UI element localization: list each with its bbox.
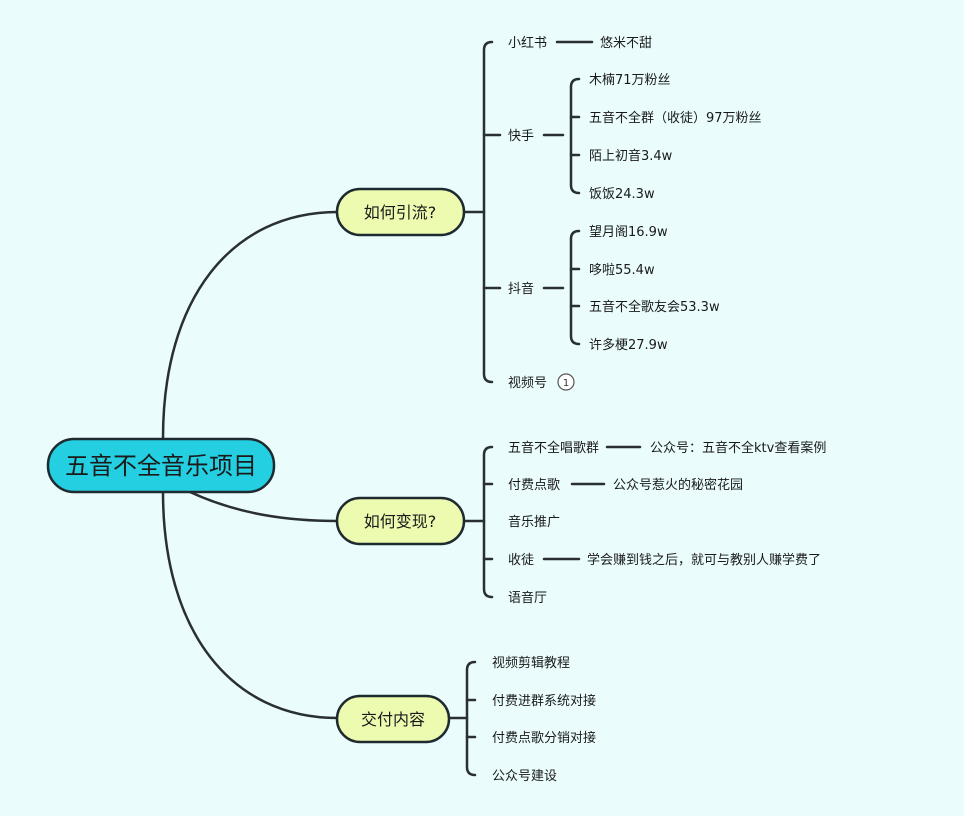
connector-root-yinliu [161,210,340,440]
topic-kuaishou-item-1[interactable]: 木楠71万粉丝 [589,73,671,88]
bracket-yinliu [482,40,494,384]
topic-changgequn[interactable]: 五音不全唱歌群 [508,440,599,456]
topic-jiaofu-item-3[interactable]: 付费点歌分销对接 [492,730,596,746]
topic-kuaishou-item-2[interactable]: 五音不全群（收徒）97万粉丝 [589,110,762,126]
root-node-label: 五音不全音乐项目 [65,452,257,480]
topic-shoutu-note[interactable]: 学会赚到钱之后，就可与教别人赚学费了 [587,552,821,568]
branch-node-yinliu[interactable]: 如何引流? [335,187,466,237]
topic-jiaofu-item-4[interactable]: 公众号建设 [492,769,557,784]
topic-jiaofu-item-1[interactable]: 视频剪辑教程 [492,655,570,671]
bracket-bianxian [482,445,494,599]
branch-node-jiaofu-box [335,694,451,744]
connector-root-bianxian [188,490,340,523]
topic-douyin-item-4[interactable]: 许多梗27.9w [589,337,668,353]
bracket-jiaofu [465,660,477,777]
topic-fufeidiange[interactable]: 付费点歌 [508,478,560,493]
topic-yinyuetuiguang[interactable]: 音乐推广 [508,514,560,530]
branch-node-bianxian[interactable]: 如何变现? [335,496,466,546]
topic-shipinhao[interactable]: 视频号 [508,376,547,391]
topic-kuaishou-item-4[interactable]: 饭饭24.3w [589,187,655,202]
topic-fufeidiange-note[interactable]: 公众号惹火的秘密花园 [613,477,743,493]
bracket-kuaishou [569,77,581,195]
topic-shoutu[interactable]: 收徒 [508,553,534,568]
topic-douyin-item-3[interactable]: 五音不全歌友会53.3w [589,299,720,315]
branch-node-bianxian-label: 如何变现? [364,512,437,531]
bracket-douyin [569,229,581,346]
topic-xiaohongshu[interactable]: 小红书 [508,35,547,51]
topic-kuaishou[interactable]: 快手 [508,129,534,144]
topic-xiaohongshu-note[interactable]: 悠米不甜 [600,35,652,51]
branch-node-yinliu-box [335,187,466,237]
count-badge-circle [557,373,575,391]
topic-yuyinting[interactable]: 语音厅 [508,590,547,606]
topic-douyin-item-1[interactable]: 望月阁16.9w [589,224,668,240]
count-badge-label: 1 [563,378,569,389]
root-node[interactable]: 五音不全音乐项目 [46,437,276,494]
topic-kuaishou-item-3[interactable]: 陌上初音3.4w [589,148,673,164]
branch-node-bianxian-box [335,496,466,546]
root-node-box [46,437,276,494]
branch-node-jiaofu[interactable]: 交付内容 [335,694,451,744]
topic-douyin-item-2[interactable]: 哆啦55.4w [589,263,655,278]
branch-node-jiaofu-label: 交付内容 [361,710,425,729]
topic-changgequn-note[interactable]: 公众号：五音不全ktv查看案例 [650,440,826,456]
topic-douyin[interactable]: 抖音 [508,281,534,297]
count-badge[interactable]: 1 [557,373,575,391]
topic-jiaofu-item-2[interactable]: 付费进群系统对接 [492,693,596,709]
connector-root-jiaofu [161,490,340,720]
branch-node-yinliu-label: 如何引流? [364,203,437,222]
